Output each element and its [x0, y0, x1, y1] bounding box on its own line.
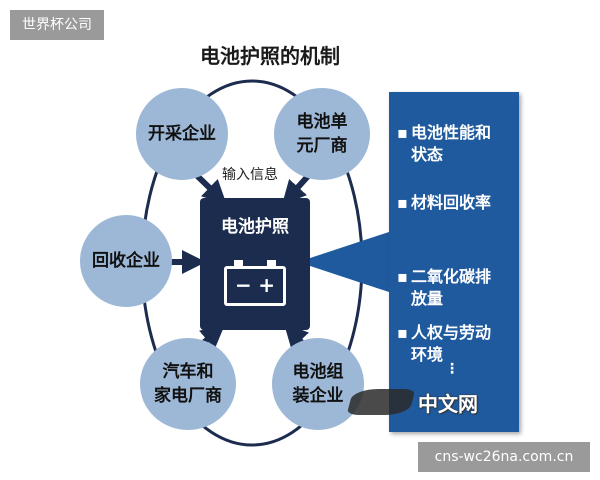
node-car-appliance-maker: 汽车和家电厂商	[140, 338, 236, 430]
node-cell-manufacturer: 电池单元厂商	[274, 88, 370, 180]
node-recycling-company: 回收企业	[80, 215, 172, 307]
bullet-icon: ▪	[397, 323, 408, 342]
battery-terminal-left	[234, 260, 243, 267]
diagram-title: 电池护照的机制	[200, 44, 340, 68]
input-info-label: 输入信息	[222, 167, 278, 183]
watermark-top: 世界杯公司	[10, 10, 104, 40]
panel-item-recovery-rate: ▪ 材料回收率	[397, 193, 492, 212]
node-pack-assembler: 电池组装企业	[272, 338, 364, 430]
plus-sign: +	[258, 273, 275, 297]
minus-sign: −	[235, 273, 252, 297]
battery-passport-box: 电池护照 − +	[200, 198, 310, 330]
bullet-icon: ▪	[397, 123, 408, 142]
panel-item-human-rights: ▪ 人权与劳动 环境	[397, 323, 492, 364]
battery-terminal-right	[267, 260, 276, 267]
panel-item-co2: ▪ 二氧化碳排 放量	[397, 267, 492, 308]
panel-item-performance: ▪ 电池性能和 状态	[397, 123, 492, 164]
info-panel: ▪ 电池性能和 状态 ▪ 材料回收率 ▪ 二氧化碳排 放量 ▪ 人权与劳动 环境…	[389, 92, 519, 432]
bullet-icon: ▪	[397, 267, 408, 286]
watermark-middle: 中文网	[346, 385, 515, 419]
battery-icon: − +	[224, 260, 286, 306]
watermark-logo-icon	[346, 389, 416, 415]
node-mining-company: 开采企业	[136, 88, 228, 180]
callout-pointer	[298, 232, 389, 292]
watermark-middle-text: 中文网	[418, 391, 478, 416]
battery-passport-title: 电池护照	[221, 217, 289, 237]
bullet-icon: ▪	[397, 193, 408, 212]
more-items-ellipsis: ⋮	[445, 361, 459, 377]
watermark-bottom: cns-wc26na.com.cn	[418, 442, 590, 472]
